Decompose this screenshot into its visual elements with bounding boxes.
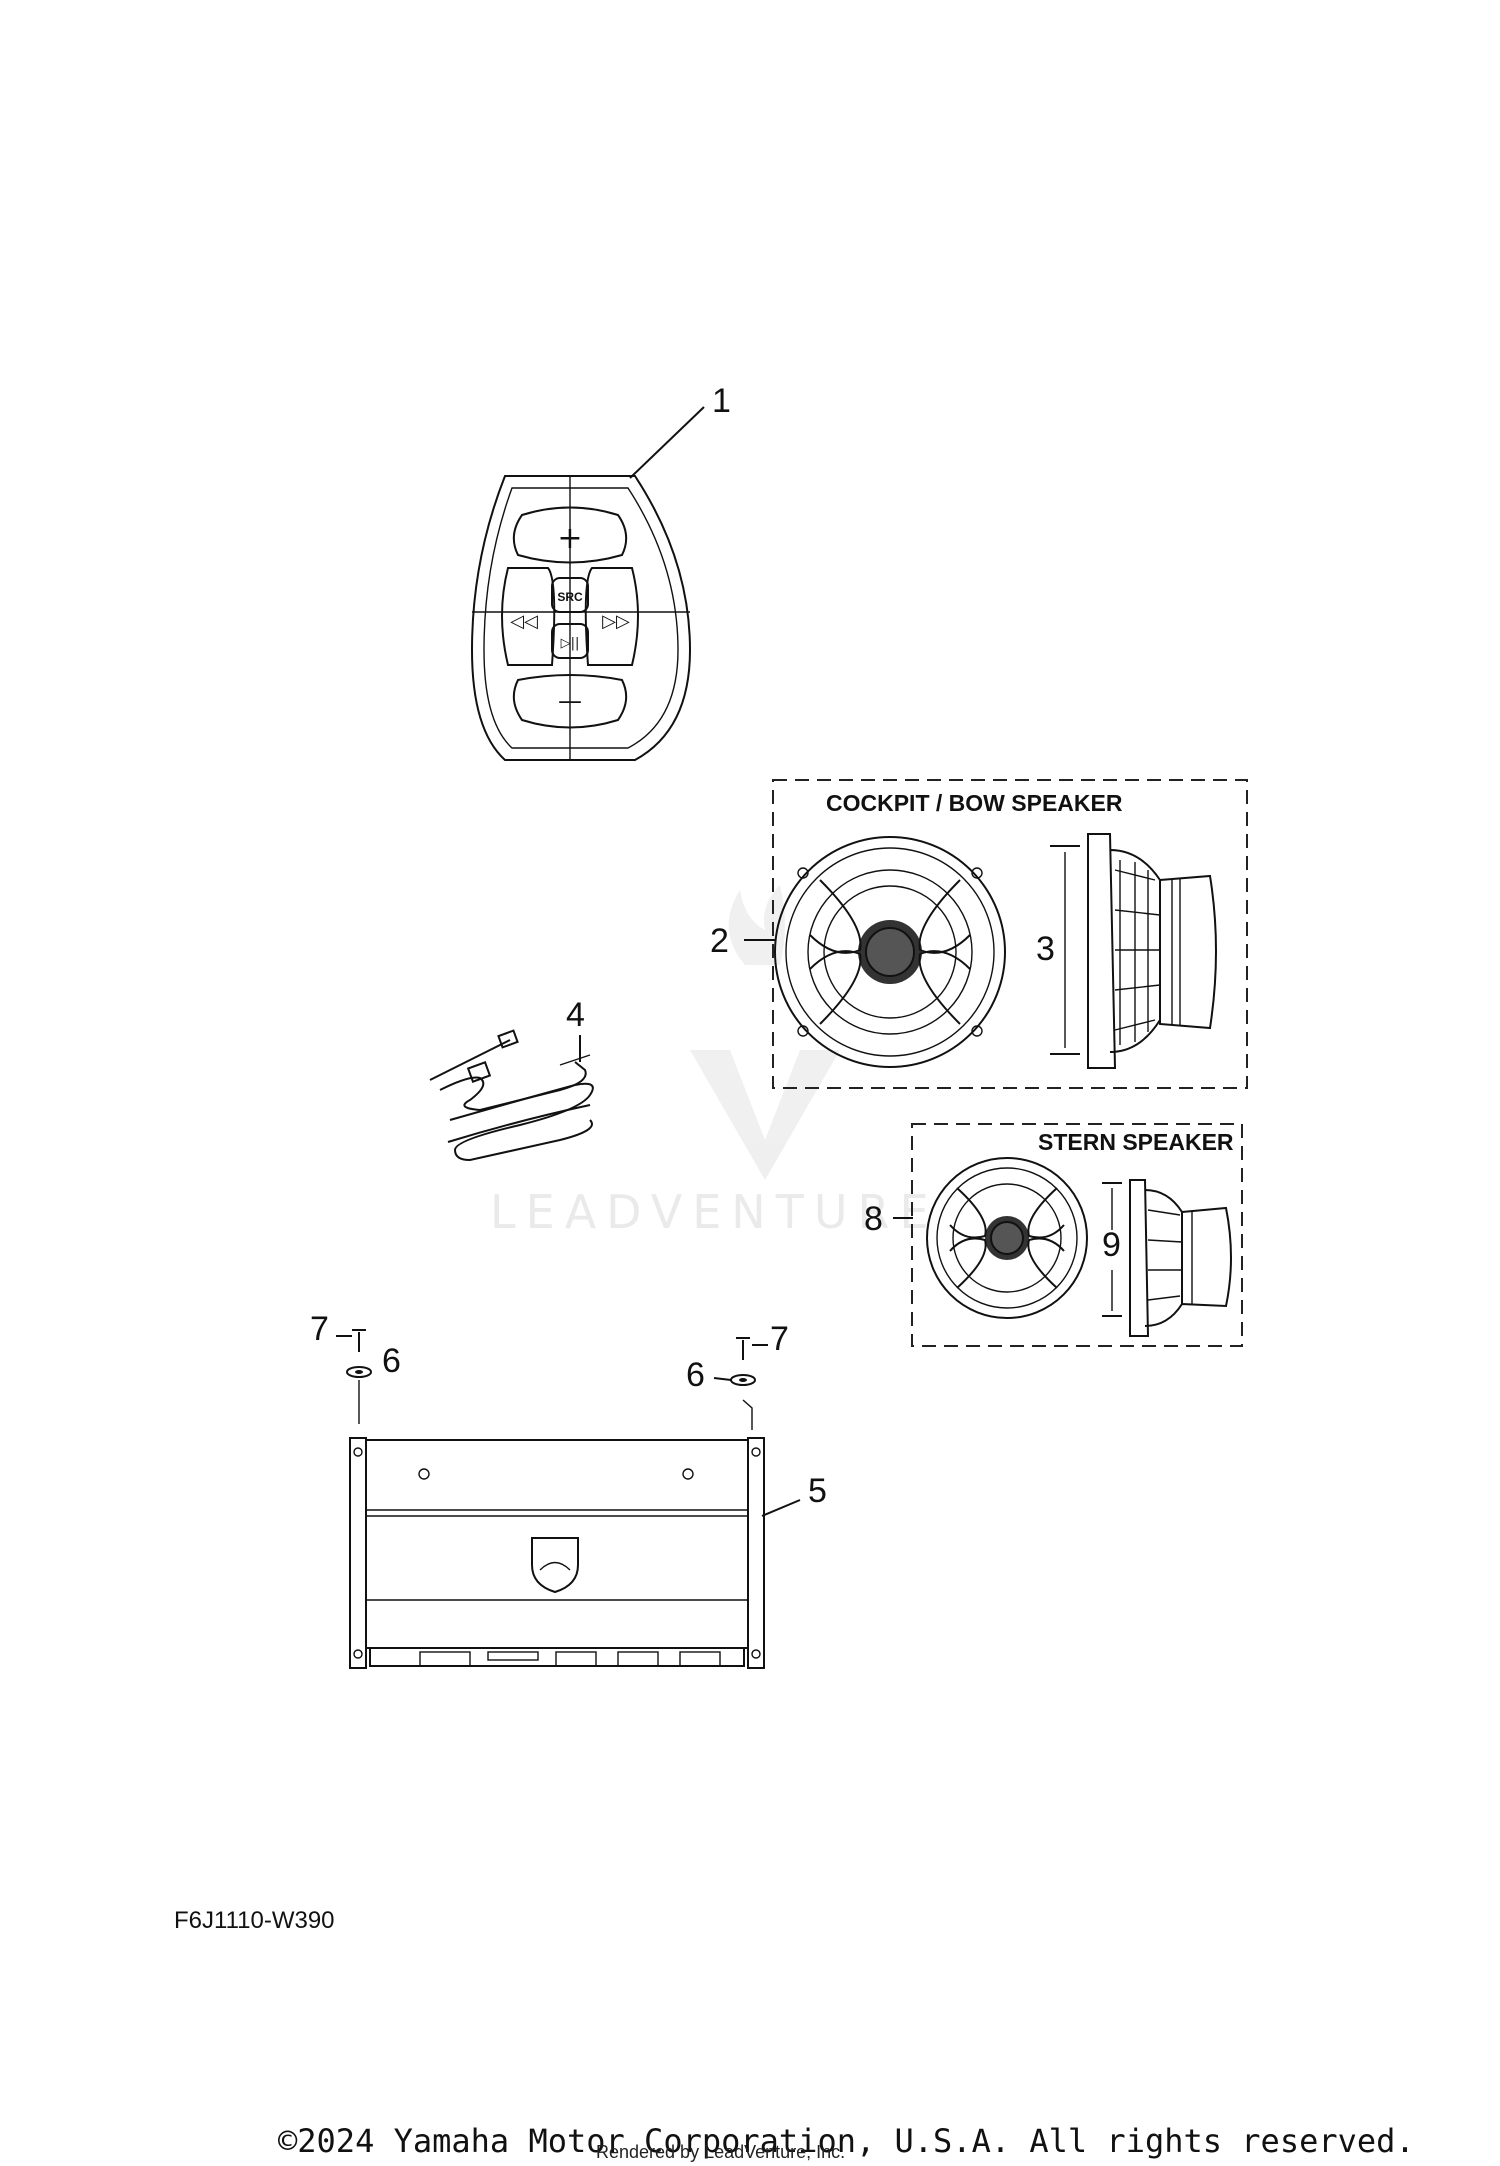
stern-speaker-label: STERN SPEAKER: [1038, 1129, 1234, 1155]
cockpit-speaker-label: COCKPIT / BOW SPEAKER: [826, 790, 1123, 816]
watermark-text: LEADVENTURE: [490, 1185, 939, 1239]
callout-8: 8: [864, 1200, 883, 1238]
diagram-code: F6J1110-W390: [174, 1907, 335, 1934]
cockpit-screws-part: [1050, 845, 1080, 1055]
cockpit-speaker-box: [772, 779, 1248, 1089]
amplifier-part: [349, 1437, 765, 1669]
stern-speaker-box: [911, 1123, 1243, 1347]
remote-control-part: + ◁◁ ▷▷ SRC ▷|| —: [470, 475, 692, 761]
copyright-notice: ©2024 Yamaha Motor Corporation, U.S.A. A…: [278, 2122, 1415, 2160]
callout-9: 9: [1102, 1226, 1121, 1264]
leadventure-watermark: LEADVENTURE: [490, 885, 939, 1239]
rewind-label: ◁◁: [510, 611, 538, 632]
stern-speaker-side-view: [1129, 1179, 1232, 1337]
callout-5: 5: [808, 1472, 827, 1510]
leader-line-1: [629, 406, 705, 479]
stern-screws-part: [1102, 1182, 1122, 1317]
play-pause-label: ▷||: [561, 636, 580, 651]
callout-2: 2: [710, 922, 729, 960]
callout-7b: 7: [770, 1320, 789, 1358]
source-label: SRC: [557, 590, 583, 604]
wiring-harness-part: [429, 1029, 594, 1162]
callout-6a: 6: [382, 1342, 401, 1380]
leader-line-5: [761, 1499, 801, 1517]
stern-speaker-part: [926, 1157, 1088, 1319]
callout-7a: 7: [310, 1310, 329, 1348]
cockpit-speaker-side-view: [1087, 833, 1217, 1069]
callout-6b: 6: [686, 1356, 705, 1394]
callout-4: 4: [566, 996, 585, 1034]
volume-down-label: —: [558, 687, 582, 715]
cockpit-speaker-part: [774, 836, 1006, 1068]
callout-3: 3: [1036, 930, 1055, 968]
rendered-by-notice: Rendered by LeadVenture, Inc.: [596, 2142, 845, 2162]
fast-forward-label: ▷▷: [602, 611, 630, 632]
left-screw-washer-part: [346, 1329, 372, 1424]
volume-up-label: +: [557, 521, 582, 556]
right-screw-washer-part: [730, 1337, 756, 1430]
callout-1: 1: [712, 382, 731, 420]
leader-line-6b: [713, 1377, 732, 1381]
